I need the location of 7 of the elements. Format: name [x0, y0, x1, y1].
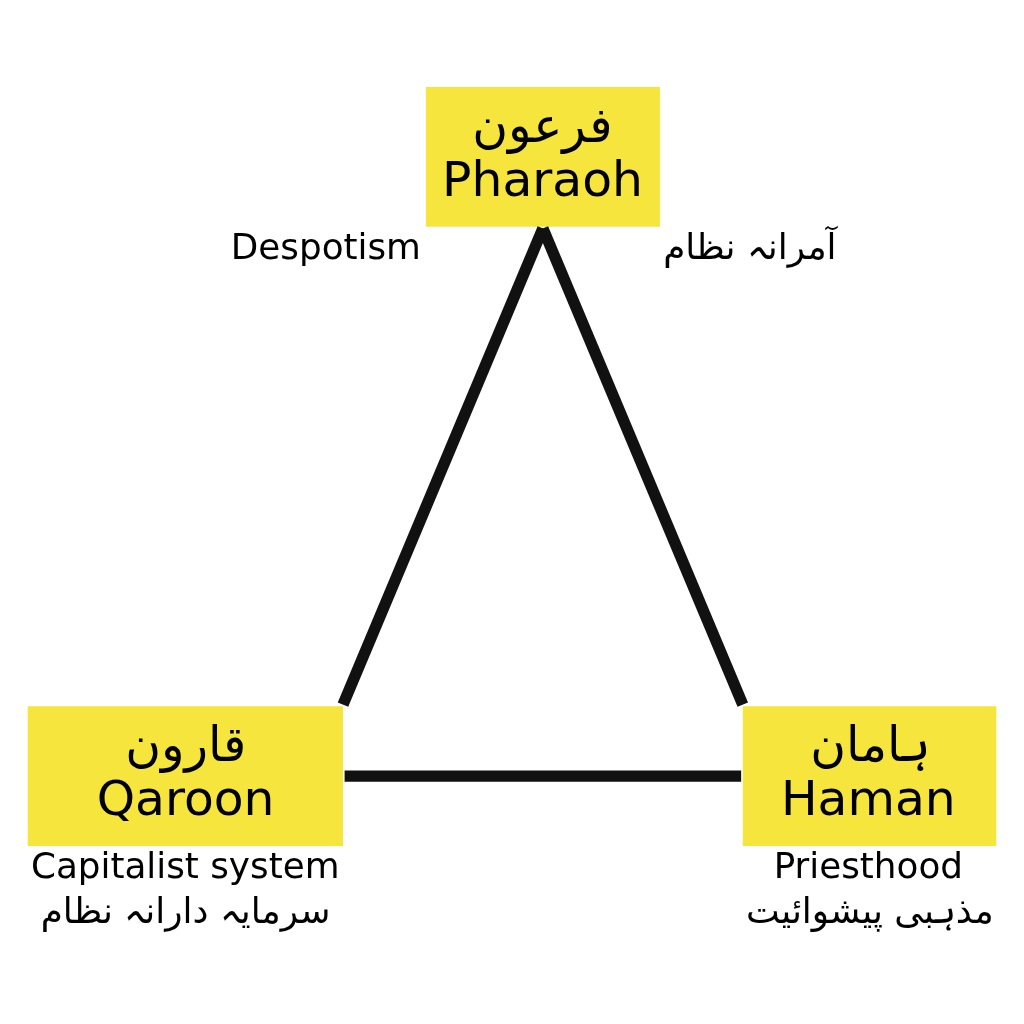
node-label: Capitalist system: [30, 844, 340, 886]
node-label: سرمایہ دارانہ نظام: [40, 890, 331, 932]
node-label: Despotism: [230, 225, 421, 267]
node-label: Priesthood: [773, 844, 963, 886]
node-label: آمرانہ نظام: [663, 225, 837, 267]
connector: [344, 770, 742, 782]
node-label: مذہبی پیشوائیت: [746, 890, 994, 932]
